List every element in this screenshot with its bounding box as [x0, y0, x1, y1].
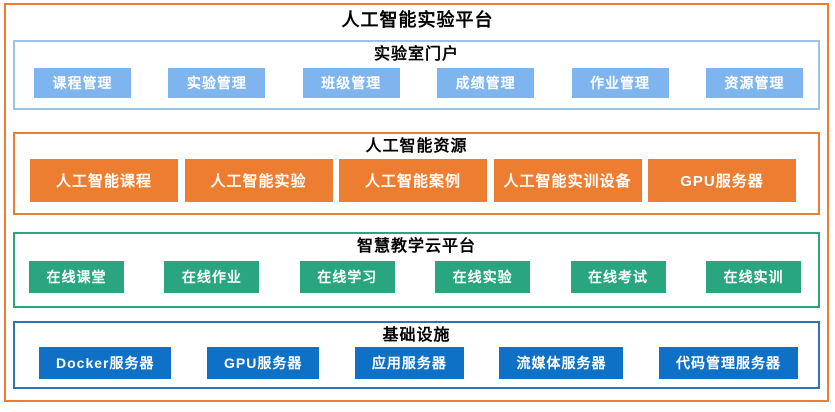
layer-infrastructure: 基础设施 Docker服务器 GPU服务器 应用服务器 流媒体服务器 代码管理服…	[13, 321, 820, 389]
layer-ai-resources: 人工智能资源 人工智能课程 人工智能实验 人工智能案例 人工智能实训设备 GPU…	[13, 132, 820, 215]
node-class-management: 班级管理	[302, 68, 400, 98]
layer-smart-teaching-cloud-row: 在线课堂 在线作业 在线学习 在线实验 在线考试 在线实训	[15, 257, 818, 306]
node-ai-experiment: 人工智能实验	[184, 159, 333, 202]
layer-smart-teaching-cloud: 智慧教学云平台 在线课堂 在线作业 在线学习 在线实验 在线考试 在线实训	[13, 232, 820, 308]
node-ai-case: 人工智能案例	[339, 159, 487, 202]
layer-ai-resources-row: 人工智能课程 人工智能实验 人工智能案例 人工智能实训设备 GPU服务器	[15, 157, 818, 213]
node-resource-management: 资源管理	[705, 68, 803, 98]
layer-lab-portal: 实验室门户 课程管理 实验管理 班级管理 成绩管理 作业管理 资源管理	[13, 40, 820, 110]
node-course-management: 课程管理	[34, 68, 131, 98]
node-online-training: 在线实训	[705, 261, 801, 293]
node-grade-management: 成绩管理	[437, 68, 535, 98]
layer-infrastructure-row: Docker服务器 GPU服务器 应用服务器 流媒体服务器 代码管理服务器	[15, 346, 818, 387]
node-gpu-server: GPU服务器	[648, 159, 796, 202]
layer-ai-resources-title: 人工智能资源	[365, 138, 468, 155]
node-gpu-server-infra: GPU服务器	[207, 347, 320, 379]
node-ai-training-device: 人工智能实训设备	[493, 159, 642, 202]
node-app-server: 应用服务器	[354, 347, 464, 379]
layer-smart-teaching-cloud-title: 智慧教学云平台	[356, 238, 476, 255]
node-online-classroom: 在线课堂	[29, 261, 124, 293]
node-streaming-media-server: 流媒体服务器	[499, 347, 624, 379]
node-homework-management: 作业管理	[571, 68, 669, 98]
node-online-learning: 在线学习	[299, 261, 395, 293]
diagram-title: 人工智能实验平台	[341, 10, 494, 30]
node-online-experiment: 在线实验	[435, 261, 531, 293]
node-docker-server: Docker服务器	[39, 347, 172, 379]
node-online-homework: 在线作业	[164, 261, 260, 293]
node-experiment-management: 实验管理	[168, 68, 266, 98]
node-online-exam: 在线考试	[570, 261, 666, 293]
layer-lab-portal-title: 实验室门户	[373, 46, 459, 63]
layer-infrastructure-title: 基础设施	[382, 327, 451, 344]
layer-lab-portal-row: 课程管理 实验管理 班级管理 成绩管理 作业管理 资源管理	[15, 65, 818, 108]
node-code-management-server: 代码管理服务器	[659, 347, 798, 379]
node-ai-course: 人工智能课程	[30, 159, 178, 202]
